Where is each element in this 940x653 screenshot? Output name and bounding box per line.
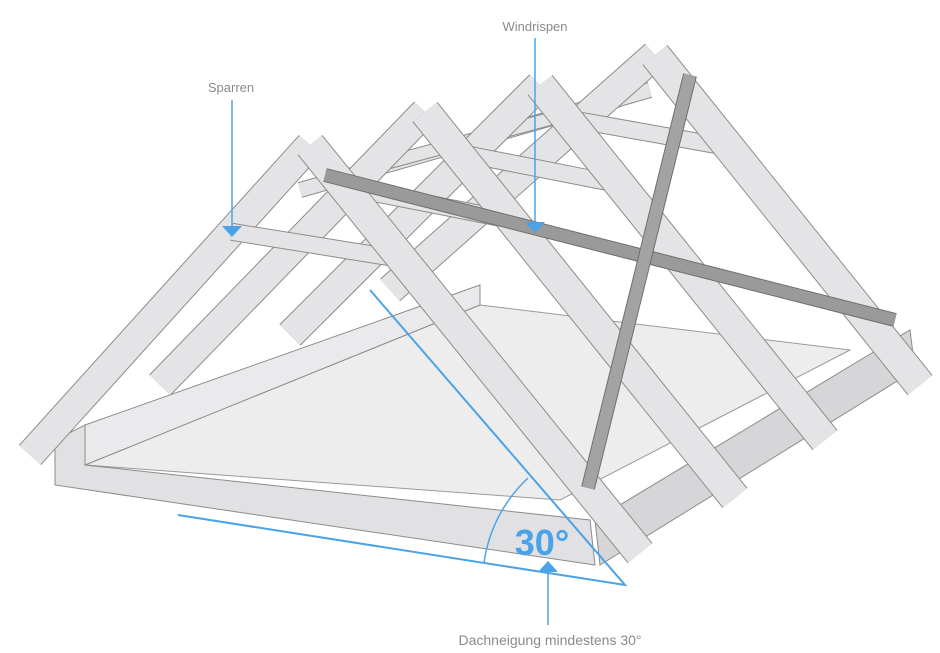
rafters: [18, 43, 933, 564]
rafter-left: [19, 135, 321, 465]
pitch-annotation: [177, 38, 628, 625]
collar-beam: [468, 147, 622, 193]
wind-braces-label: Windrispen: [502, 19, 568, 34]
collar-beam: [230, 223, 404, 268]
pitch-caption: Dachneigung mindestens 30°: [458, 632, 642, 648]
rafter-right: [413, 102, 747, 508]
angle-value: 30°: [514, 522, 570, 563]
pitch-arrow-icon: [538, 561, 558, 572]
collar-beam: [579, 112, 731, 156]
rafter-right: [643, 45, 932, 395]
rafters-label: Sparren: [207, 80, 255, 95]
windbrace-arrow-icon: [525, 222, 545, 233]
rafter-arrow-icon: [222, 226, 242, 237]
wind-braces: [323, 73, 897, 490]
